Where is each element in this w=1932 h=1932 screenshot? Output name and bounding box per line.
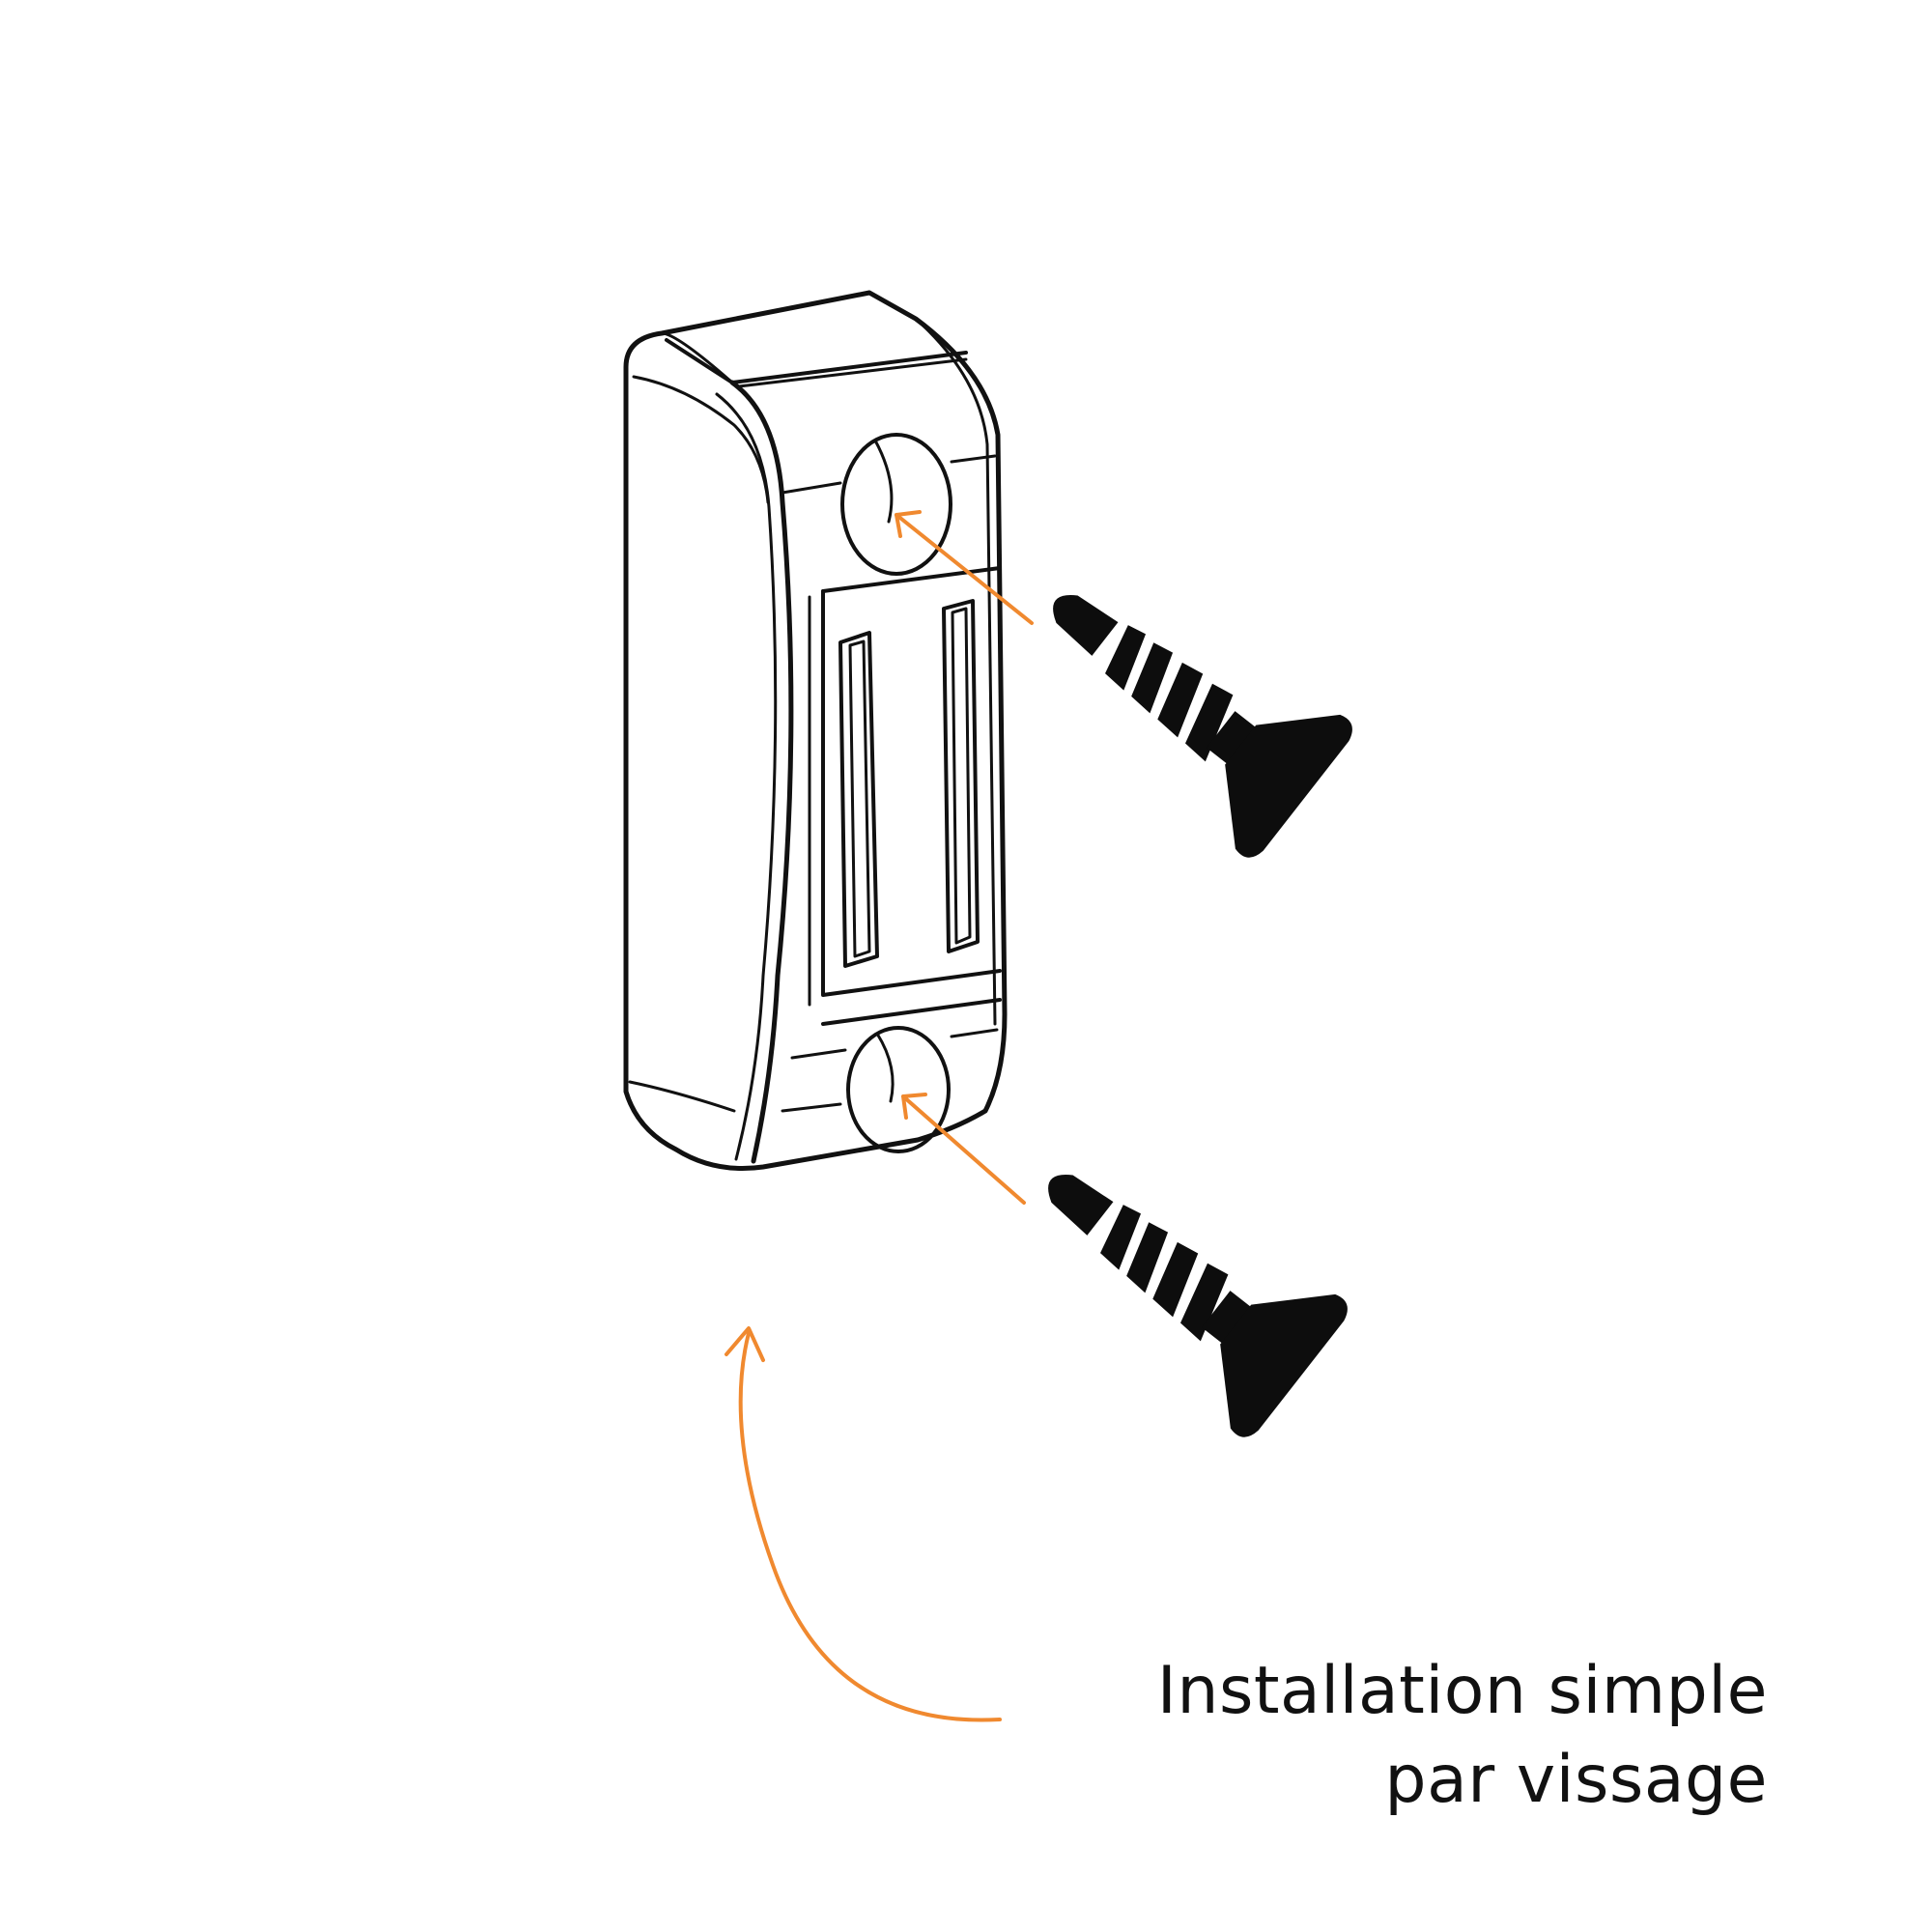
- bracket-front-curve-inner: [715, 392, 778, 1161]
- bracket-part: [623, 290, 1008, 1172]
- upper-block-mid-line: [781, 454, 997, 495]
- bracket-front-curve-outer: [729, 380, 794, 1164]
- lower-block-mid-line: [790, 1028, 999, 1060]
- upper-block-top-line: [737, 357, 968, 388]
- caption-line-1: Installation simple: [1156, 1653, 1768, 1729]
- upper-screw-hole: [840, 433, 952, 576]
- bracket-right-edge: [914, 317, 997, 1026]
- lower-block-bottom-line: [781, 1102, 842, 1113]
- magnet-slot-right: [942, 599, 980, 953]
- center-panel: [821, 589, 1002, 997]
- lower-screw-hole: [846, 1026, 951, 1153]
- upper-insertion-arrow: [895, 510, 1034, 625]
- bracket-top-ridge: [660, 331, 734, 384]
- caption-line-2: par vissage: [1384, 1742, 1768, 1818]
- screw-icon: [1053, 595, 1352, 858]
- insertion-arrows: [724, 510, 1034, 1722]
- lower-insertion-arrow: [901, 1093, 1026, 1205]
- caption-pointer-arrow: [724, 1326, 1002, 1722]
- screw-icon: [1048, 1175, 1348, 1437]
- bracket-outline: [623, 290, 1008, 1172]
- upper-hole-shading: [873, 439, 894, 524]
- installation-caption: Installation simple par vissage: [898, 1647, 1768, 1825]
- bracket-bottom-left: [628, 1080, 736, 1113]
- bracket-left-face: [632, 375, 770, 504]
- magnet-slot-left: [838, 631, 879, 968]
- lower-block-top-line: [821, 998, 1002, 1026]
- lower-hole-shading: [875, 1032, 895, 1103]
